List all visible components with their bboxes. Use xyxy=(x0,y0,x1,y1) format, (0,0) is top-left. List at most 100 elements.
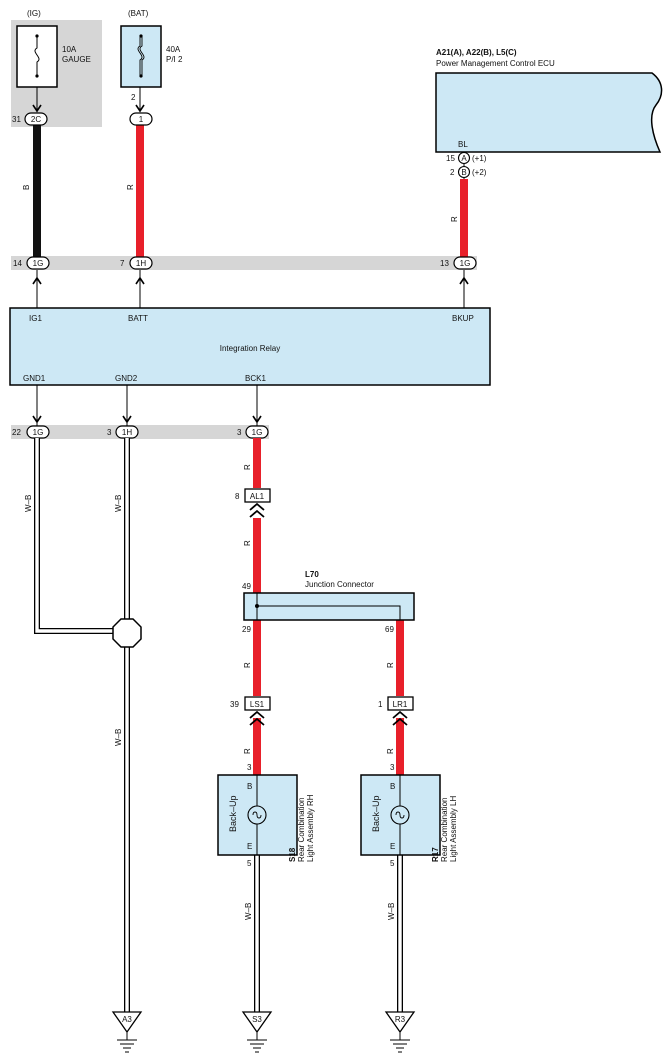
bus-bottom-pin-1: 22 xyxy=(12,428,21,437)
ig-fuse-rating: 10A xyxy=(62,45,77,54)
ecu-codes: A21(A), A22(B), L5(C) xyxy=(436,48,517,57)
al1-pin: 8 xyxy=(235,492,240,501)
junction-name: Junction Connector xyxy=(305,580,374,589)
lr1-pin: 1 xyxy=(378,700,383,709)
connector-pill xyxy=(129,112,153,126)
wire-red xyxy=(396,620,404,696)
ecu-sig-a: (+1) xyxy=(472,154,487,163)
ecu-terminal: BL xyxy=(458,140,468,149)
wire-color-label: R xyxy=(386,662,395,668)
connector-pill xyxy=(453,256,477,270)
relay-terminal-batt: BATT xyxy=(128,314,148,323)
connector-pill xyxy=(26,256,50,270)
bulb-filament-icon xyxy=(395,811,405,819)
lamp-rh-title-2: Light Assembly RH xyxy=(306,794,315,862)
bus-bottom-pin-3: 3 xyxy=(237,428,242,437)
wire-red xyxy=(396,718,404,775)
arrow-icon xyxy=(122,415,132,424)
ig-fuse-name: GAUGE xyxy=(62,55,91,64)
connector-al1 xyxy=(244,488,271,503)
connector-pill xyxy=(24,112,48,126)
bus-bottom-conn-1: 1G xyxy=(33,428,44,437)
lamp-rh-pin-top: 3 xyxy=(247,763,252,772)
bus-top-pin-1: 14 xyxy=(13,259,22,268)
wire-color-label: W–B xyxy=(114,729,123,746)
bottom-connector-bar xyxy=(11,425,269,439)
bat-fuse-rating: 40A xyxy=(166,45,181,54)
ecu-conn-a: A xyxy=(461,154,467,163)
double-arrow-icon xyxy=(249,710,265,726)
ground-r3: R3 xyxy=(384,1011,416,1053)
wire-color-label: R xyxy=(243,748,252,754)
bat-conn: 1 xyxy=(139,115,144,124)
wire-color-label: W–B xyxy=(114,495,123,512)
arrow-icon xyxy=(32,104,42,113)
connector-lr1 xyxy=(387,696,414,711)
ground-icon xyxy=(247,1032,267,1053)
arrow-icon xyxy=(32,276,42,285)
ground-icon xyxy=(117,1032,137,1053)
wire-color-label: R xyxy=(126,184,135,190)
ground-splice-icon xyxy=(112,618,142,648)
lamp-lh-terminal-e: E xyxy=(390,842,395,851)
wire-color-label: R xyxy=(243,464,252,470)
al1-conn: AL1 xyxy=(250,492,265,501)
bulb-filament-icon xyxy=(252,811,262,819)
ground-s3-label: S3 xyxy=(252,1015,262,1024)
fuse-terminal-icon xyxy=(35,34,39,38)
ls1-conn: LS1 xyxy=(250,700,265,709)
ig-conn: 2C xyxy=(31,115,41,124)
ig-pin: 31 xyxy=(12,115,21,124)
lamp-rh-title-1: Rear Combination xyxy=(297,798,306,862)
wire-red xyxy=(253,718,261,775)
bat-top-pin: 2 xyxy=(131,93,136,102)
ground-a3-label: A3 xyxy=(122,1015,132,1024)
bus-bottom-conn-3: 1G xyxy=(252,428,263,437)
wire-color-label: W–B xyxy=(244,903,253,920)
top-connector-bar xyxy=(11,256,477,270)
ls1-pin: 39 xyxy=(230,700,239,709)
relay-terminal-gnd2: GND2 xyxy=(115,374,138,383)
bat-fuse-name: P/I 2 xyxy=(166,55,183,64)
fuse-terminal-icon xyxy=(139,74,143,78)
wire-color-label: B xyxy=(22,185,31,190)
ground-icon xyxy=(390,1032,410,1053)
wire-red xyxy=(253,438,261,488)
lamp-rh-label: Back–Up xyxy=(228,795,238,832)
fuse-terminal-icon xyxy=(35,74,39,78)
lamp-lh-title-2: Light Assembly LH xyxy=(449,796,458,862)
wire-color-label: W–B xyxy=(387,903,396,920)
relay-terminal-ig1: IG1 xyxy=(29,314,42,323)
lamp-lh-code: R17 xyxy=(431,847,440,862)
double-arrow-icon xyxy=(392,710,408,726)
junction-dot-icon xyxy=(255,604,259,608)
junction-pin-in: 49 xyxy=(242,582,251,591)
ecu-box xyxy=(435,72,663,153)
arrow-icon xyxy=(135,104,145,113)
connector-ls1 xyxy=(244,696,271,711)
wire-color-label: R xyxy=(243,540,252,546)
ground-wires xyxy=(34,438,403,1012)
wire-black xyxy=(33,125,41,257)
lamp-lh-pin-top: 3 xyxy=(390,763,395,772)
ecu-pin-b: 2 xyxy=(450,168,455,177)
double-arrow-icon xyxy=(249,502,265,518)
integration-relay-box xyxy=(9,307,491,386)
wire-red xyxy=(136,125,144,257)
lamp-rh-code: S18 xyxy=(288,847,297,862)
arrow-icon xyxy=(32,415,42,424)
lamp-rh-terminal-b: B xyxy=(247,782,252,791)
bat-header: (BAT) xyxy=(128,9,149,18)
integration-relay-name: Integration Relay xyxy=(220,344,280,353)
lamp-lh-title-1: Rear Combination xyxy=(440,798,449,862)
relay-terminal-gnd1: GND1 xyxy=(23,374,46,383)
lamp-lh-pin-bottom: 5 xyxy=(390,859,395,868)
ecu-sig-b: (+2) xyxy=(472,168,487,177)
bus-top-conn-1: 1G xyxy=(33,259,44,268)
ground-a3: A3 xyxy=(111,1011,143,1053)
bus-bottom-pin-2: 3 xyxy=(107,428,112,437)
ecu-name: Power Management Control ECU xyxy=(436,59,555,68)
relay-terminal-bck1: BCK1 xyxy=(245,374,266,383)
ground-s3: S3 xyxy=(241,1011,273,1053)
